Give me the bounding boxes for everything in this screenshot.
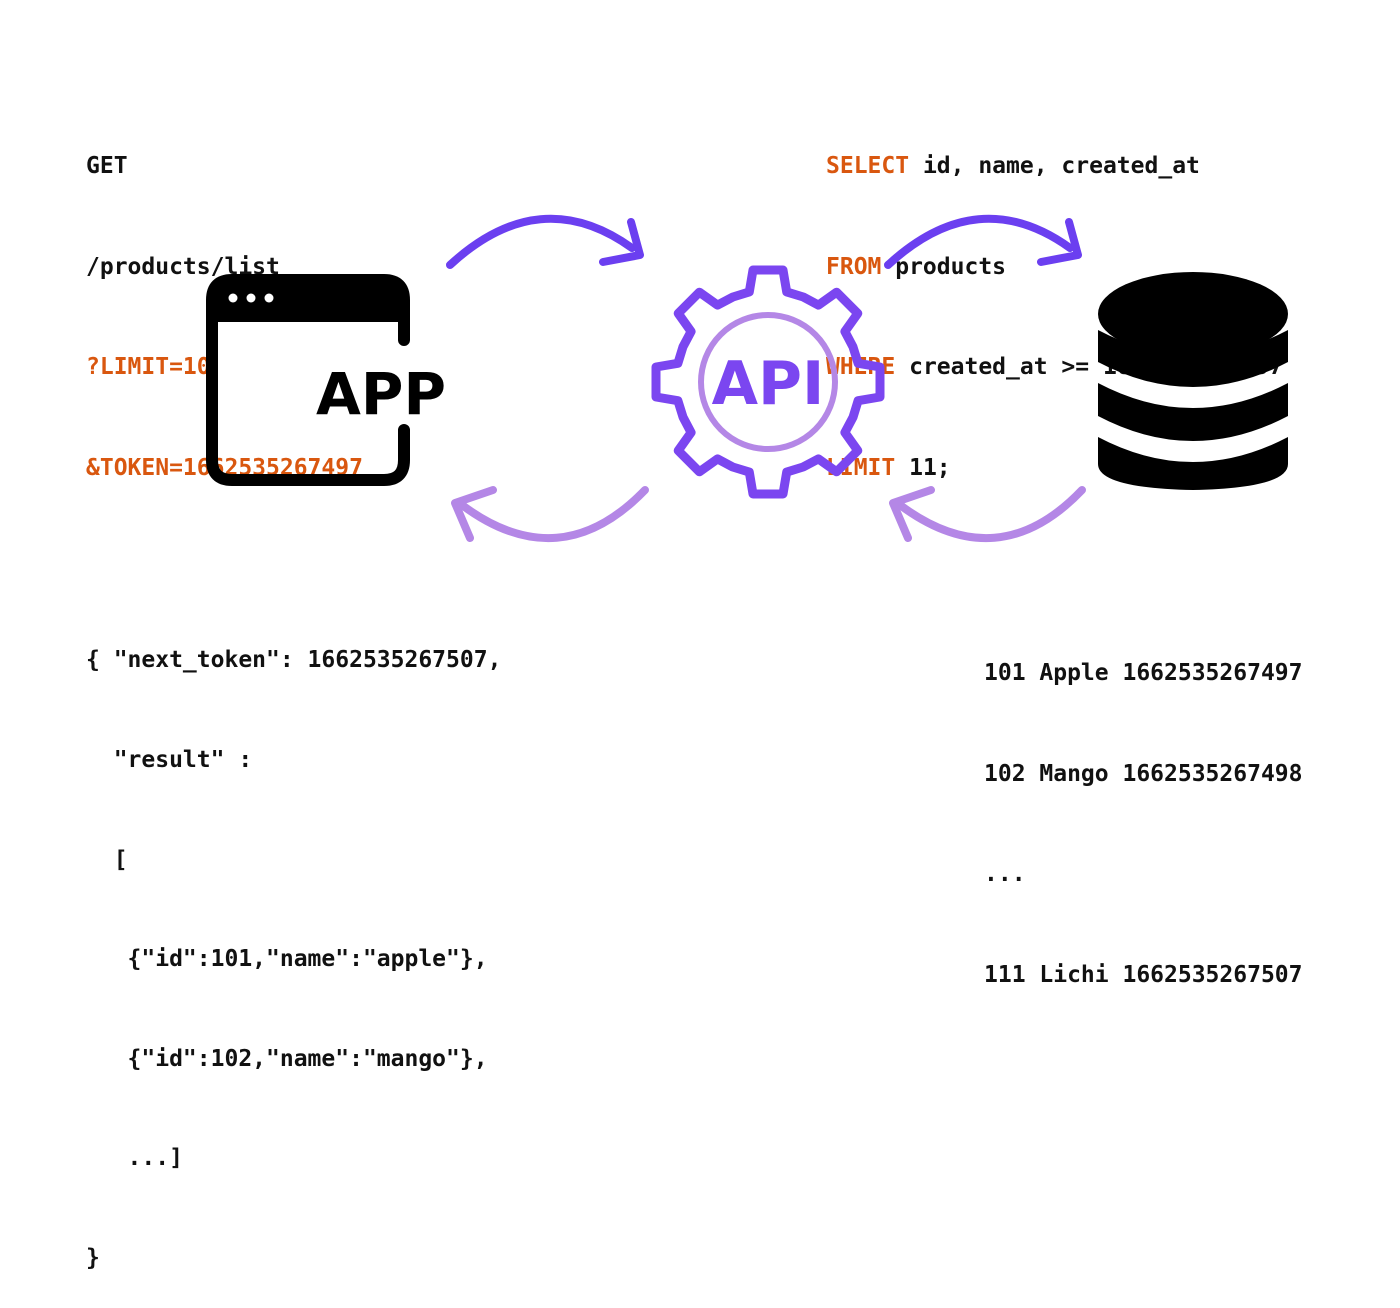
sql-select-columns: id, name, created_at — [909, 153, 1200, 179]
db-row: 102 Mango 1662535267498 — [984, 760, 1303, 787]
db-result-rows: 101 Apple 1662535267497 102 Mango 166253… — [984, 590, 1303, 1026]
response-line: [ — [86, 846, 128, 873]
response-line: { "next_token": 1662535267507, — [86, 647, 502, 674]
window-dot-icon — [264, 293, 274, 303]
gear-inner-ring — [698, 312, 838, 452]
response-line: {"id":102,"name":"mango"}, — [86, 1045, 488, 1072]
sql-from-line: FROM products — [826, 251, 1283, 285]
sql-from-keyword: FROM — [826, 253, 882, 280]
sql-from-table: products — [881, 253, 1007, 280]
sql-select-line: SELECT id, name, created_at — [826, 150, 1283, 184]
db-row: 101 Apple 1662535267497 — [984, 660, 1303, 686]
arrow-api-to-app-icon — [451, 486, 649, 543]
sql-select-keyword: SELECT — [826, 153, 910, 179]
arrow-app-to-api-icon — [446, 214, 644, 269]
response-line: {"id":101,"name":"apple"}, — [86, 946, 488, 973]
api-gear-icon: API — [651, 265, 885, 499]
response-line: "result" : — [86, 747, 253, 773]
request-method: GET — [86, 153, 128, 179]
response-line: } — [86, 1244, 100, 1271]
database-icon — [1098, 272, 1288, 490]
arrow-api-to-db-icon — [884, 214, 1082, 269]
db-row: ... — [984, 861, 1026, 887]
api-label: API — [712, 349, 825, 419]
request-limit-param: ?LIMIT=10 — [86, 354, 211, 380]
sql-limit-value: 11; — [895, 454, 951, 481]
db-row: 111 Lichi 1662535267507 — [984, 961, 1303, 988]
app-label: APP — [316, 360, 446, 428]
app-window-icon: APP — [206, 274, 446, 486]
window-dot-icon — [228, 293, 238, 303]
window-dot-icon — [246, 293, 256, 303]
api-response-json: { "next_token": 1662535267507, "result" … — [86, 578, 501, 1308]
flow-diagram: APP API — [206, 214, 1288, 543]
arrow-db-to-api-icon — [889, 486, 1086, 543]
response-line: ...] — [86, 1145, 183, 1172]
